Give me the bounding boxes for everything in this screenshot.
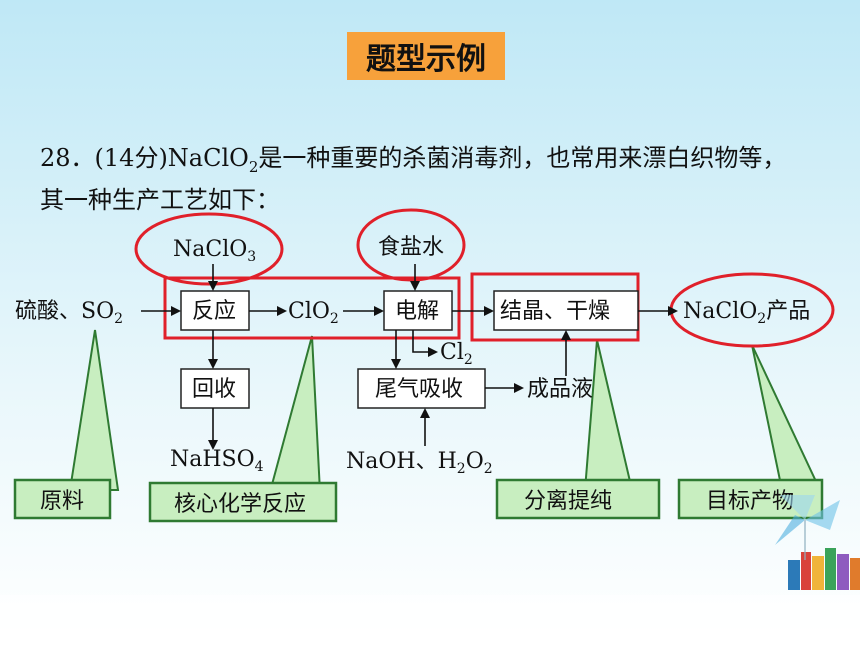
- question-rest: 是一种重要的杀菌消毒剂，也常用来漂白织物等，其一种生产工艺如下：: [40, 144, 787, 214]
- label-electrolysis: 电解: [395, 299, 439, 324]
- page-title-text: 题型示例: [366, 42, 486, 77]
- arrow-electrolysis-to-cl2: [412, 330, 438, 357]
- box-electrolysis: [383, 290, 453, 331]
- callout-separation: 分离提纯: [524, 489, 612, 514]
- question-lead: 28．(14分)NaClO: [40, 144, 249, 172]
- callout-target: 目标产物: [706, 489, 794, 514]
- box-recover: [180, 368, 250, 409]
- callout-box-core: [148, 481, 338, 523]
- question-text: 28．(14分)NaClO2是一种重要的杀菌消毒剂，也常用来漂白织物等，其一种生…: [40, 142, 810, 217]
- callout-pointer-separation: [583, 339, 634, 491]
- label-finished-liquid: 成品液: [527, 377, 593, 402]
- grass-strip: [0, 595, 860, 645]
- highlight-core-reaction: [163, 276, 461, 340]
- callout-raw: 原料: [40, 489, 84, 514]
- callout-pointer-core: [268, 335, 322, 493]
- label-input-left: 硫酸、SO2: [15, 299, 123, 327]
- label-naclo3: NaClO3: [173, 237, 256, 265]
- label-nahso4: NaHSO4: [170, 447, 264, 475]
- label-salt-water: 食盐水: [378, 235, 444, 260]
- label-product: NaClO2产品: [683, 299, 810, 327]
- pinwheel-decoration: [775, 495, 840, 560]
- books-decoration: [788, 548, 860, 590]
- label-crystallize: 结晶、干燥: [500, 299, 610, 324]
- callout-pointer-raw: [68, 329, 120, 491]
- highlight-salt-water: [356, 208, 466, 282]
- callout-pointer-target: [751, 344, 822, 491]
- box-reaction: [180, 290, 250, 331]
- callout-box-raw: [13, 478, 112, 520]
- label-naoh-h2o2: NaOH、H2O2: [346, 449, 493, 477]
- label-recover: 回收: [192, 377, 236, 402]
- callout-core: 核心化学反应: [174, 492, 306, 517]
- label-clo2: ClO2: [288, 299, 339, 327]
- question-lead-sub: 2: [248, 157, 259, 176]
- label-tail-gas: 尾气吸收: [375, 377, 463, 402]
- label-reaction: 反应: [192, 299, 236, 324]
- callout-box-separation: [495, 478, 661, 520]
- label-cl2: Cl2: [440, 340, 473, 368]
- page-title: 题型示例: [347, 32, 505, 80]
